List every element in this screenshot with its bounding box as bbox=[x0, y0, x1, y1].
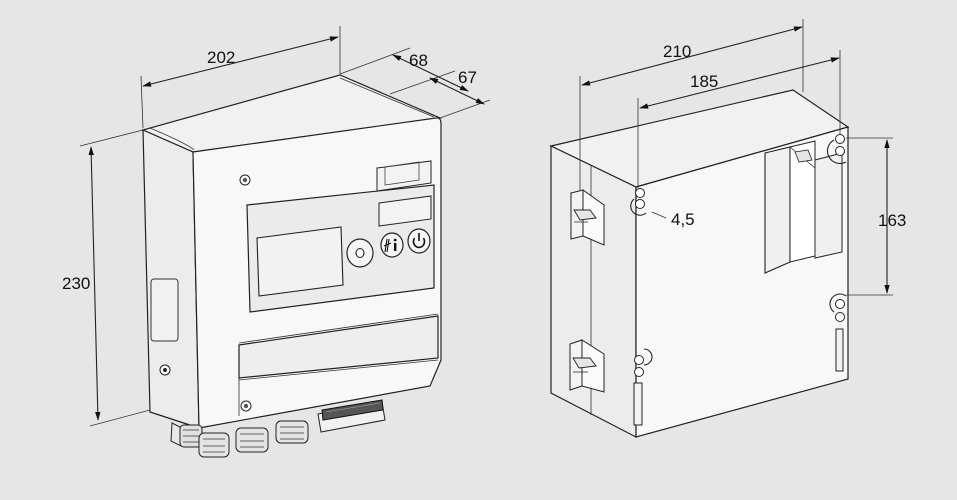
dim-front-width: 202 bbox=[207, 48, 235, 67]
side-screw-icon bbox=[159, 364, 171, 376]
display-screen bbox=[256, 226, 344, 297]
rear-view-housing bbox=[549, 89, 850, 438]
mounting-hole-top-right bbox=[826, 134, 847, 165]
mounting-clip-top bbox=[570, 189, 605, 246]
dim-rear-width: 210 bbox=[663, 42, 691, 61]
dim-rear-hole-spacing: 185 bbox=[690, 72, 718, 91]
rotary-knob bbox=[346, 238, 374, 268]
mounting-hole-top-left bbox=[630, 188, 647, 216]
dim-front-height: 230 bbox=[62, 274, 90, 293]
front-dimensions: 202 68 67 230 bbox=[62, 26, 491, 427]
dim-rear-vertical-spacing: 163 bbox=[878, 211, 906, 230]
mounting-hole-bottom-right bbox=[829, 293, 847, 372]
rear-recess bbox=[764, 140, 843, 274]
front-screw-top-icon bbox=[239, 174, 251, 186]
service-info-button bbox=[380, 232, 404, 258]
cable-glands bbox=[170, 399, 386, 458]
label-window-top bbox=[376, 160, 432, 192]
dim-front-depth-inner: 67 bbox=[458, 68, 477, 87]
label-window-middle bbox=[378, 195, 432, 227]
mounting-hole-bottom-left bbox=[633, 348, 653, 426]
dim-front-depth-outer: 68 bbox=[409, 51, 428, 70]
front-view-housing bbox=[141, 74, 443, 458]
dim-rear-hole-diameter: 4,5 bbox=[671, 210, 695, 229]
power-button bbox=[407, 228, 431, 254]
mounting-clip-bottom bbox=[569, 339, 605, 393]
side-window bbox=[150, 278, 179, 342]
rear-dimensions: 210 185 4,5 163 bbox=[579, 19, 906, 296]
lower-cover bbox=[238, 315, 439, 379]
front-screw-bottom-icon bbox=[240, 400, 252, 412]
